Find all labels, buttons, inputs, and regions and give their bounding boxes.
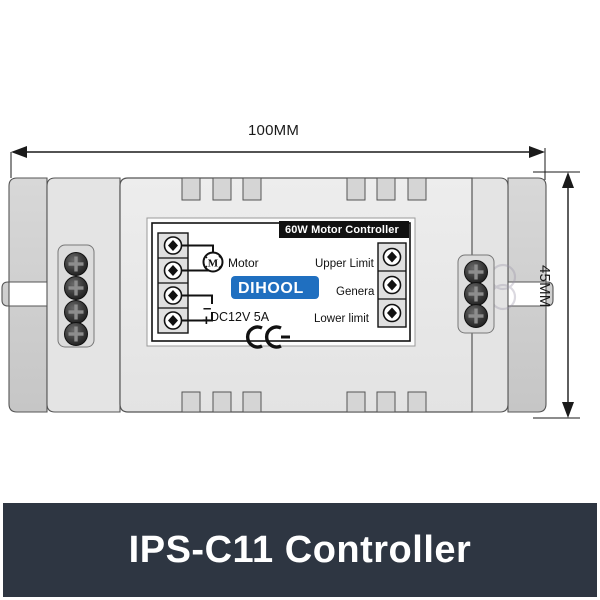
right-screw-terminal-strip	[457, 254, 495, 334]
screw-head	[64, 276, 88, 300]
brand-name-label: DIHOOL	[238, 280, 304, 297]
label-title-bar	[279, 221, 409, 238]
product-name-text: IPS-C11 Controller	[128, 528, 472, 571]
terminal-pad-icon	[163, 236, 183, 255]
ce-mark	[245, 325, 290, 349]
screw-head	[64, 252, 88, 276]
bottom-vent-notches	[181, 391, 427, 413]
terminal-pad-icon	[382, 303, 402, 323]
left-screw-terminal-strip	[57, 244, 95, 348]
terminal-pad-icon	[382, 275, 402, 295]
width-dimension-line	[10, 146, 546, 180]
terminal-pad-icon	[163, 261, 183, 280]
screw-head	[464, 304, 488, 328]
power-rating-label: DC12V 5A	[210, 310, 270, 324]
power-wiring-diagram	[182, 294, 213, 322]
label-left-terminal-pads	[157, 232, 189, 334]
polarity-positive-label: +	[202, 312, 211, 329]
right-mounting-flange	[507, 177, 554, 413]
lower-limit-terminal-label: Lower limit	[314, 313, 369, 325]
brand-badge	[231, 276, 319, 299]
height-dimension-line	[533, 171, 580, 419]
left-mounting-flange	[1, 177, 48, 413]
screw-head	[464, 260, 488, 284]
motor-symbol-letter: M	[208, 258, 219, 270]
general-terminal-label: Genera	[336, 286, 375, 298]
top-vent-notches	[181, 177, 427, 201]
screw-head	[464, 282, 488, 306]
upper-limit-terminal-label: Upper Limit	[315, 258, 374, 270]
terminal-pad-icon	[163, 286, 183, 305]
height-dimension-label: 45MM	[536, 265, 553, 308]
width-dimension-label: 100MM	[248, 122, 300, 139]
label-title-text: 60W Motor Controller	[285, 224, 399, 236]
terminal-pad-icon	[163, 311, 183, 330]
polarity-negative-label: –	[203, 300, 212, 317]
screw-head	[64, 300, 88, 324]
motor-label: Motor	[228, 256, 259, 270]
terminal-pad-icon	[382, 247, 402, 267]
product-name-banner: IPS-C11 Controller	[3, 503, 597, 597]
screw-head	[64, 322, 88, 346]
label-right-terminal-pads	[377, 242, 407, 328]
motor-wiring-diagram	[182, 244, 224, 273]
